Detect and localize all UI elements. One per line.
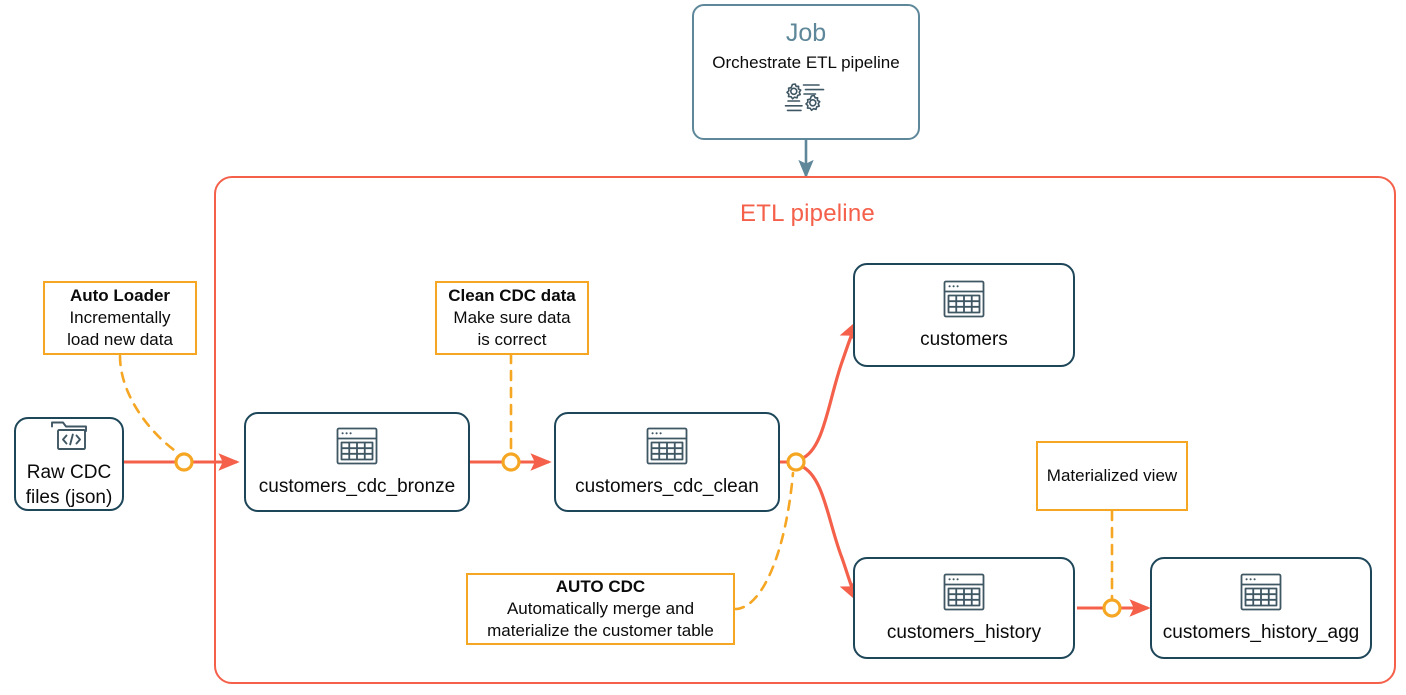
job-subtitle: Orchestrate ETL pipeline bbox=[712, 53, 900, 72]
node-customers-history-agg[interactable]: customers_history_agg bbox=[1150, 557, 1372, 659]
node-customers-cdc-clean[interactable]: customers_cdc_clean bbox=[554, 412, 780, 512]
node-label: customers_cdc_clean bbox=[575, 476, 759, 497]
node-raw-cdc-files[interactable]: Raw CDC files (json) bbox=[14, 417, 124, 511]
node-label: Raw CDC files (json) bbox=[26, 460, 113, 510]
table-icon bbox=[941, 278, 987, 320]
note-title: AUTO CDC bbox=[555, 577, 646, 596]
note-body-line2: load new data bbox=[67, 330, 173, 349]
node-label-line1: Raw CDC bbox=[26, 462, 112, 483]
node-label: customers_history_agg bbox=[1162, 622, 1360, 643]
node-label-line2: files (json) bbox=[25, 487, 113, 508]
note-materialized-view[interactable]: Materialized view bbox=[1036, 441, 1188, 511]
node-label: customers_history bbox=[886, 622, 1042, 643]
note-clean-cdc-data[interactable]: Clean CDC data Make sure data is correct bbox=[435, 281, 589, 355]
job-card[interactable]: Job Orchestrate ETL pipeline bbox=[692, 4, 920, 140]
node-label: customers bbox=[920, 329, 1008, 350]
note-body-line1: Automatically merge and bbox=[506, 599, 695, 618]
folder-code-icon bbox=[48, 418, 90, 452]
note-body-line2: materialize the customer table bbox=[487, 621, 714, 640]
table-icon bbox=[941, 571, 987, 613]
node-label: customers_cdc_bronze bbox=[258, 476, 456, 497]
etl-pipeline-title: ETL pipeline bbox=[740, 200, 875, 227]
table-icon bbox=[644, 425, 690, 467]
note-body-line1: Incrementally bbox=[69, 308, 171, 327]
table-icon bbox=[334, 425, 380, 467]
note-auto-loader[interactable]: Auto Loader Incrementally load new data bbox=[43, 281, 197, 355]
note-body-line1: Materialized view bbox=[1046, 466, 1178, 485]
note-title: Clean CDC data bbox=[448, 286, 576, 305]
note-body-line2: is correct bbox=[477, 330, 547, 349]
job-title: Job bbox=[785, 19, 827, 47]
node-customers-cdc-bronze[interactable]: customers_cdc_bronze bbox=[244, 412, 470, 512]
note-auto-cdc[interactable]: AUTO CDC Automatically merge and materia… bbox=[466, 573, 735, 645]
note-title: Auto Loader bbox=[69, 286, 171, 305]
note-body-line1: Make sure data bbox=[453, 308, 571, 327]
node-customers-history[interactable]: customers_history bbox=[853, 557, 1075, 659]
table-icon bbox=[1238, 571, 1284, 613]
node-customers[interactable]: customers bbox=[853, 263, 1075, 367]
gears-workflow-icon bbox=[782, 81, 830, 120]
